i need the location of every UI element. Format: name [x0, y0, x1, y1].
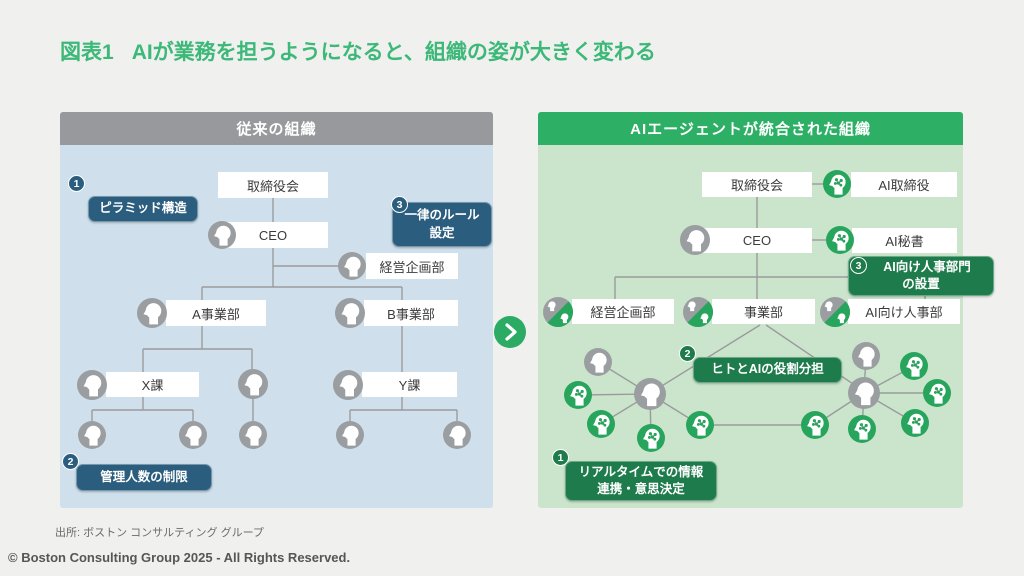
callout-role-split: ヒトとAIの役割分担 [693, 357, 842, 383]
ai-agent-icon [686, 411, 714, 439]
page-title-text: AIが業務を担うようになると、組織の姿が大きく変わる [131, 41, 656, 64]
org-node-ai-director: AI取締役 [851, 172, 957, 197]
person-icon [179, 421, 207, 449]
chevron-right-arrow-icon [494, 316, 526, 348]
callout-text: ピラミッド構造 [99, 201, 187, 216]
ai-agent-icon [900, 352, 928, 380]
org-node-label: CEO [742, 233, 772, 248]
org-node-label: AI秘書 [885, 234, 924, 249]
callout-pyramid-structure: ピラミッド構造 [88, 196, 198, 222]
callout-text: 管理人数の制限 [100, 469, 188, 484]
person-icon [137, 298, 167, 328]
person-icon [848, 377, 880, 409]
org-node-board: 取締役会 [702, 172, 812, 197]
person-icon [238, 369, 268, 399]
org-node-label: AI取締役 [878, 178, 930, 193]
human-ai-split-icon [820, 297, 850, 327]
org-node-ceo: CEO [218, 222, 328, 248]
org-node-planning: 経営企画部 [572, 299, 674, 324]
org-node-board: 取締役会 [218, 172, 328, 198]
org-node-label: 経営企画部 [379, 259, 445, 275]
org-node-label: 取締役会 [246, 178, 299, 194]
org-node-label: 経営企画部 [590, 305, 656, 320]
callout-text: リアルタイムでの情報 [578, 464, 704, 479]
callout-number-badge: 2 [62, 453, 79, 470]
ai-agent-icon [826, 226, 854, 254]
copyright-footer: © Boston Consulting Group 2025 - All Rig… [8, 550, 351, 565]
org-node-division-b: B事業部 [364, 300, 458, 326]
person-icon [634, 378, 666, 410]
org-node-ai-secretary: AI秘書 [852, 228, 957, 253]
person-icon [208, 221, 236, 249]
callout-uniform-rules: 一律のルール 設定 [392, 202, 492, 247]
org-node-label: 取締役会 [730, 178, 783, 193]
org-node-label: CEO [258, 227, 288, 243]
org-node-ceo: CEO [702, 228, 812, 253]
org-node-section-x: X課 [106, 372, 199, 397]
org-node-division-a: A事業部 [166, 300, 266, 326]
callout-text: の設置 [902, 277, 940, 291]
person-icon [333, 370, 363, 400]
person-icon [239, 421, 267, 449]
org-node-label: 事業部 [743, 305, 783, 320]
ai-agent-icon [564, 381, 592, 409]
org-node-section-y: Y課 [362, 372, 457, 397]
callout-text: 一律のルール [404, 208, 480, 222]
org-node-label: X課 [141, 378, 164, 393]
callout-realtime-decisions: リアルタイムでの情報 連携・意思決定 [565, 461, 717, 501]
panel-header-ai-org: AIエージェントが統合された組織 [538, 112, 963, 145]
callout-number-badge: 3 [391, 196, 408, 213]
person-icon [852, 342, 880, 370]
person-icon [338, 252, 366, 280]
org-node-label: B事業部 [387, 306, 435, 322]
person-icon [443, 421, 471, 449]
person-icon [584, 348, 612, 376]
callout-number-badge: 1 [68, 175, 85, 192]
person-icon [77, 370, 107, 400]
page-title: 図表1 AIが業務を担うようになると、組織の姿が大きく変わる [60, 36, 656, 66]
ai-agent-icon [637, 424, 665, 452]
org-node-ai-hr: AI向け人事部 [848, 299, 960, 324]
source-note: 出所: ボストン コンサルティング グループ [55, 527, 264, 539]
human-ai-split-icon [683, 297, 713, 327]
ai-agent-icon [823, 170, 851, 198]
figure-label: 図表1 [60, 41, 114, 64]
panel-ai-integrated-org: AIエージェントが統合された組織 取締役会 [538, 112, 994, 508]
person-icon [680, 225, 710, 255]
org-node-label: Y課 [398, 378, 421, 393]
callout-text: ヒトとAIの役割分担 [711, 362, 824, 377]
org-node-label: A事業部 [192, 306, 240, 322]
ai-agent-icon [801, 411, 829, 439]
org-connectors-left [91, 197, 458, 421]
panel-header-traditional: 従来の組織 [60, 112, 493, 145]
org-node-division: 事業部 [712, 299, 815, 324]
human-ai-split-icon [543, 297, 573, 327]
callout-number-badge: 3 [850, 257, 867, 274]
person-icon [336, 421, 364, 449]
ai-agent-icon [901, 409, 929, 437]
ai-agent-icon [923, 379, 951, 407]
callout-text: 連携・意思決定 [597, 482, 685, 496]
callout-number-badge: 2 [679, 345, 696, 362]
callout-number-badge: 1 [552, 449, 569, 466]
panel-traditional-org: 従来の組織 取締役会 CEO [60, 112, 493, 508]
ai-agent-icon [848, 415, 876, 443]
callout-ai-hr-department: AI向け人事部門 の設置 [848, 256, 994, 296]
callout-text: AI向け人事部門 [883, 259, 971, 274]
callout-span-limit: 管理人数の制限 [76, 464, 212, 491]
org-node-label: AI向け人事部 [865, 305, 943, 320]
org-node-planning: 経営企画部 [366, 253, 458, 279]
person-icon [78, 421, 106, 449]
ai-agent-icon [587, 410, 615, 438]
callout-text: 設定 [429, 225, 455, 240]
person-icon [335, 298, 365, 328]
